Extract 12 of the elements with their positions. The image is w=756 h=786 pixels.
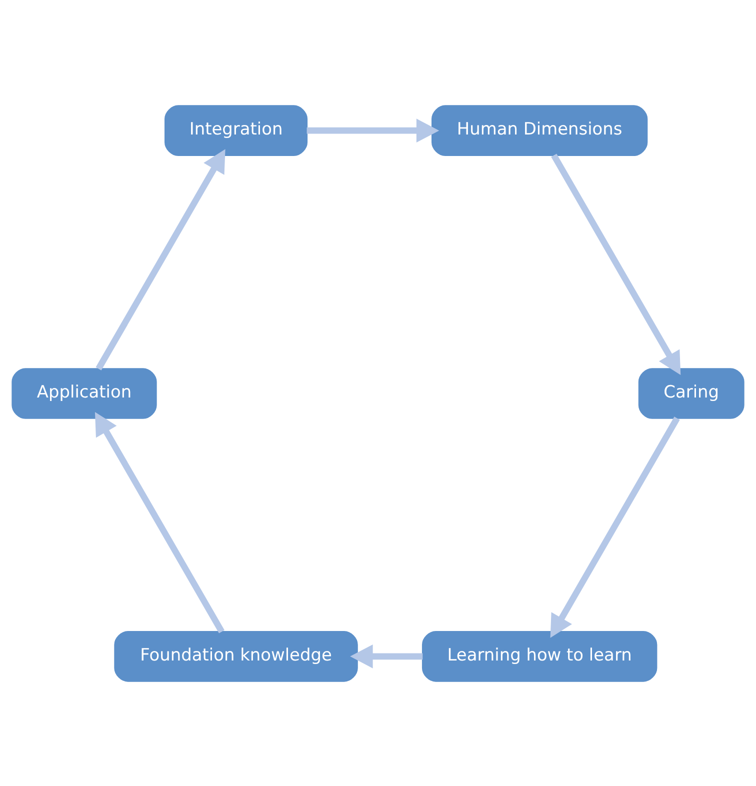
node-box: Learning how to learn: [422, 630, 658, 682]
arrow: [550, 416, 680, 638]
node-box: Foundation knowledge: [114, 630, 358, 682]
node-box: Human Dimensions: [432, 104, 648, 156]
node-box: Integration: [164, 104, 308, 156]
node-box: Caring: [638, 368, 744, 418]
arrow: [96, 148, 226, 370]
arrow: [551, 153, 681, 374]
arrow: [350, 644, 423, 668]
arrow: [306, 118, 440, 142]
arrow: [94, 412, 224, 633]
node-box: Application: [12, 368, 157, 418]
